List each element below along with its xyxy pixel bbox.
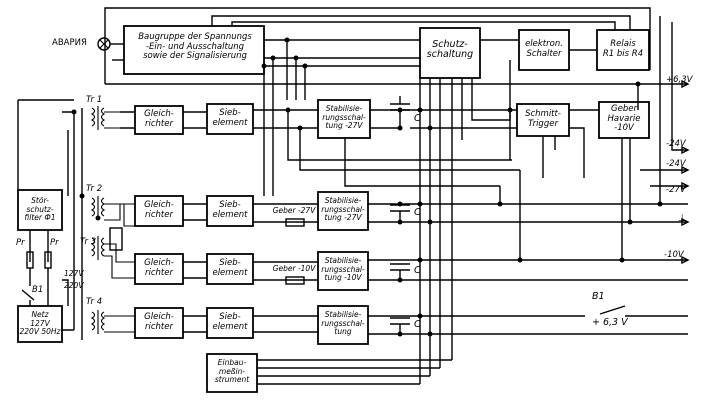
stab2-label: Stabilisie- rungsschal- tung -27V xyxy=(321,196,365,222)
sensor10-label: Geber -10V xyxy=(272,264,316,273)
block-rect4 xyxy=(134,307,184,339)
tr2-label: Tr 2 xyxy=(86,184,103,194)
block-alarm-sensor xyxy=(598,101,650,139)
output-ground: ⊥ xyxy=(678,213,687,224)
sensor27-label: Geber -27V xyxy=(272,206,316,215)
transformer-tr3 xyxy=(90,236,106,260)
tr1-label: Tr 1 xyxy=(86,95,103,105)
block-control xyxy=(123,25,265,75)
control-block-label: Baugruppe der Spannungs -Ein- und Aussch… xyxy=(138,32,252,61)
block-protect xyxy=(419,27,481,79)
block-sieve1 xyxy=(206,103,254,135)
rect4-label: Gleich- richter xyxy=(144,312,174,332)
rect2-label: Gleich- richter xyxy=(144,200,174,220)
cap1-label: C xyxy=(414,113,421,124)
output-plus6v3-b1: + 6,3 V xyxy=(592,317,628,328)
block-filter xyxy=(17,189,63,231)
block-stab4 xyxy=(317,305,369,345)
rect3-label: Gleich- richter xyxy=(144,258,174,278)
output-plus6v3: +6,3V xyxy=(666,75,693,85)
stab3-label: Stabilisie- rungsschal- tung -10V xyxy=(321,256,365,282)
block-schmitt xyxy=(516,103,570,137)
b1-switch-label: B1 xyxy=(32,285,44,295)
block-sieve2 xyxy=(206,195,254,227)
junction-dots xyxy=(71,37,663,337)
block-mains xyxy=(17,305,63,343)
stab1-label: Stabilisie- rungsschal- tung -27V xyxy=(322,104,366,130)
meter-label: Einbau- meßin- strument xyxy=(214,358,250,384)
resistor-sensor10 xyxy=(285,276,305,285)
block-switch xyxy=(518,29,570,71)
block-relay xyxy=(596,29,650,71)
output-arrows xyxy=(681,79,690,265)
fuse-right-label: Pr xyxy=(50,238,59,248)
cap4-label: C xyxy=(414,319,421,330)
tr3-label: Tr 3 xyxy=(80,237,97,247)
relay-block-label: Relais R1 bis R4 xyxy=(602,39,644,59)
resistor-sensor27 xyxy=(285,218,305,227)
block-sieve3 xyxy=(206,253,254,285)
schmitt-label: Schmitt- Trigger xyxy=(525,109,561,129)
output-minus24v-a: -24V xyxy=(666,139,686,149)
block-rect2 xyxy=(134,195,184,227)
alarm-label: АВАРИЯ xyxy=(52,38,87,48)
output-minus10v: -10V xyxy=(664,250,684,260)
stab4-label: Stabilisie- rungsschal- tung xyxy=(321,310,365,336)
b1-right-label: B1 xyxy=(592,291,605,302)
sieve4-label: Sieb- element xyxy=(212,312,248,332)
block-rect3 xyxy=(134,253,184,285)
filter-label: Stör- schutz- filter Ф1 xyxy=(24,196,56,222)
transformer-tr4 xyxy=(90,310,106,334)
block-stab2 xyxy=(317,191,369,231)
cap2-label: C xyxy=(414,207,421,218)
block-meter xyxy=(206,353,258,393)
output-minus27v: -27V xyxy=(666,185,686,195)
mains-label: Netz 127V 220V 50Hz xyxy=(19,310,61,336)
sieve2-label: Sieb- element xyxy=(212,200,248,220)
tr4-label: Tr 4 xyxy=(86,297,103,307)
block-rect1 xyxy=(134,105,184,135)
transformer-tr1 xyxy=(90,106,106,130)
output-minus24v-b: -24V xyxy=(666,159,686,169)
protect-block-label: Schutz- schaltung xyxy=(426,39,474,60)
sel-127-label: 127V xyxy=(64,269,84,278)
block-stab1 xyxy=(317,99,371,139)
fuse-left-label: Pr xyxy=(16,238,25,248)
sel-220-label: 220V xyxy=(64,281,84,290)
rect1-label: Gleich- richter xyxy=(144,109,174,129)
block-stab3 xyxy=(317,251,369,291)
alarm-sensor-label: Geber Havarie -10V xyxy=(607,104,641,133)
block-sieve4 xyxy=(206,307,254,339)
sieve3-label: Sieb- element xyxy=(212,258,248,278)
sieve1-label: Sieb- element xyxy=(212,108,248,128)
switch-block-label: elektron. Schalter xyxy=(525,39,563,59)
cap3-label: C xyxy=(414,265,421,276)
